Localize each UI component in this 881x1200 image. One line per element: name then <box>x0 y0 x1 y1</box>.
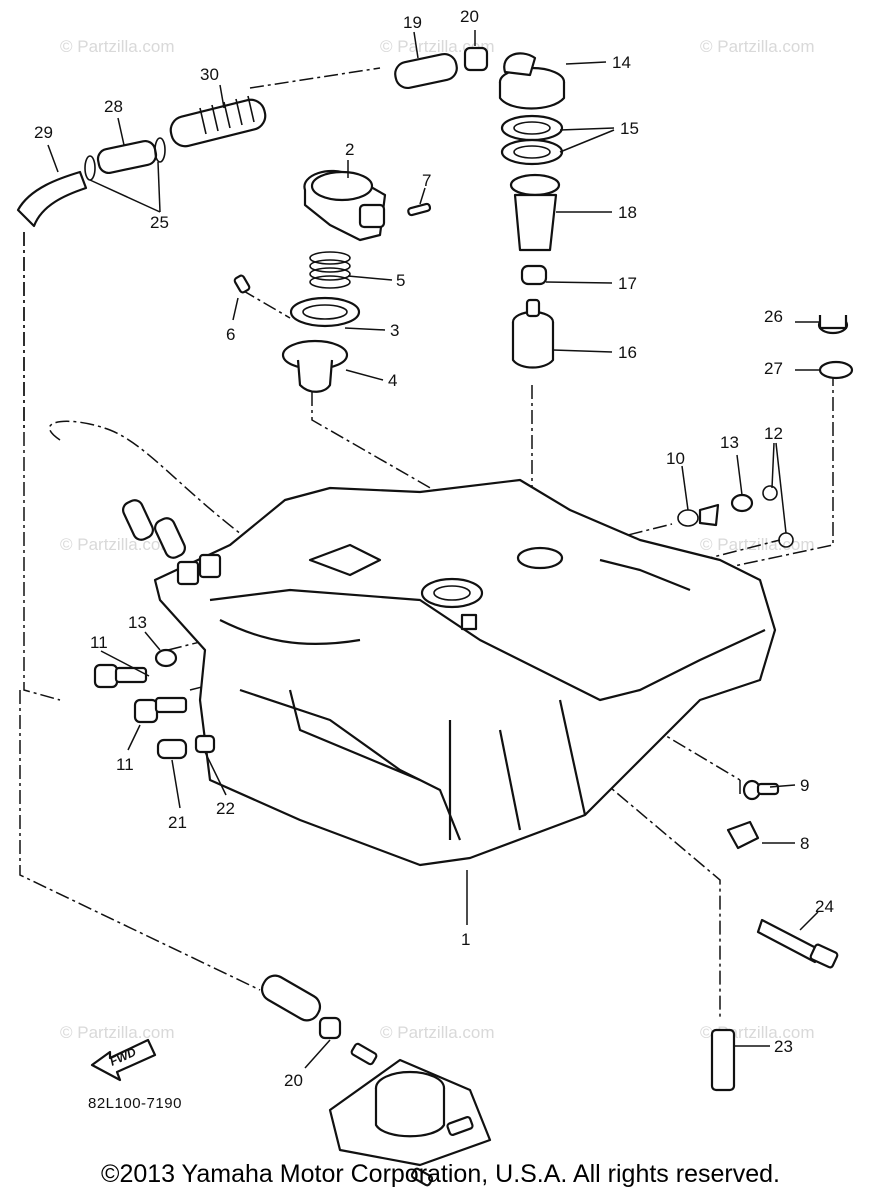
part-15-rings <box>500 114 564 166</box>
watermark-7: © Partzilla.com <box>60 1023 175 1042</box>
watermark-1: © Partzilla.com <box>60 37 175 56</box>
vent-hose-a <box>122 499 154 541</box>
label-5: 5 <box>396 271 405 290</box>
label-8: 8 <box>800 834 809 853</box>
label-16: 16 <box>618 343 637 362</box>
diagram-code: 82L100-7190 <box>88 1095 182 1112</box>
label-9: 9 <box>800 776 809 795</box>
part-17-clip <box>520 264 548 286</box>
part-7-pin <box>407 202 432 217</box>
part-23-tube <box>710 1028 736 1092</box>
label-12: 12 <box>764 424 783 443</box>
label-24: 24 <box>815 897 834 916</box>
lower-hose <box>260 974 322 1022</box>
label-6: 6 <box>226 325 235 344</box>
label-2: 2 <box>345 140 354 159</box>
watermark-3: © Partzilla.com <box>700 37 815 56</box>
label-13-left: 13 <box>128 613 147 632</box>
label-18: 18 <box>618 203 637 222</box>
part-9-screw <box>742 779 780 801</box>
label-7: 7 <box>422 171 431 190</box>
part-13-washer-left <box>154 648 178 668</box>
part-8-bracket <box>726 820 760 850</box>
part-11-bolt-upper <box>93 663 148 689</box>
label-27: 27 <box>764 359 783 378</box>
label-10: 10 <box>666 449 685 468</box>
label-20-top: 20 <box>460 7 479 26</box>
part-20-clamp-lower <box>318 1016 342 1040</box>
part-26-grommet <box>817 315 849 335</box>
part-29-hose <box>16 170 88 228</box>
label-1: 1 <box>461 930 470 949</box>
part-labels: 1 2 3 4 5 6 7 8 9 10 11 11 12 13 13 14 1… <box>34 7 834 1090</box>
part-6-pin <box>233 274 251 294</box>
part-21-hose <box>156 738 188 760</box>
label-20-lower: 20 <box>284 1071 303 1090</box>
watermark-6: © Partzilla.com <box>700 535 815 554</box>
watermark-4: © Partzilla.com <box>60 535 175 554</box>
part-19-hose <box>394 52 458 90</box>
part-24-strap <box>756 918 839 969</box>
label-21: 21 <box>168 813 187 832</box>
label-11-upper: 11 <box>90 633 108 652</box>
label-28: 28 <box>104 97 123 116</box>
fuel-tank-body <box>153 478 777 867</box>
copyright-notice: ©2013 Yamaha Motor Corporation, U.S.A. A… <box>101 1160 780 1188</box>
label-22: 22 <box>216 799 235 818</box>
part-20-clamp <box>463 46 489 72</box>
part-12-clip-a <box>762 485 778 501</box>
label-11-lower: 11 <box>116 755 134 774</box>
part-3-ring <box>289 296 361 328</box>
part-28-fitting <box>96 139 158 175</box>
label-25: 25 <box>150 213 169 232</box>
part-14-sender-cap <box>498 52 566 110</box>
part-2-filler-cap <box>303 170 387 242</box>
part-4-collar <box>281 339 349 393</box>
part-18-cage <box>509 173 561 252</box>
label-3: 3 <box>390 321 399 340</box>
part-30-bellows-hose <box>169 95 267 148</box>
label-19: 19 <box>403 13 422 32</box>
label-15: 15 <box>620 119 639 138</box>
part-22-clamp <box>194 734 216 754</box>
part-10-clamp <box>677 503 720 527</box>
vent-hose-b <box>154 517 186 559</box>
label-30: 30 <box>200 65 219 84</box>
label-14: 14 <box>612 53 631 72</box>
label-17: 17 <box>618 274 637 293</box>
watermarks: © Partzilla.com © Partzilla.com © Partzi… <box>60 37 815 1042</box>
part-27-washer <box>818 360 854 380</box>
fuel-filter <box>328 1042 492 1187</box>
leader-lines <box>47 30 820 1069</box>
label-4: 4 <box>388 371 397 390</box>
part-11-bolt-lower <box>133 696 188 724</box>
watermark-8: © Partzilla.com <box>380 1023 495 1042</box>
part-16-fuel-pump <box>511 298 555 369</box>
part-5-spring <box>309 251 351 289</box>
label-26: 26 <box>764 307 783 326</box>
part-13-washer-top <box>730 493 754 513</box>
label-29: 29 <box>34 123 53 142</box>
label-13-top: 13 <box>720 433 739 452</box>
fwd-arrow-icon: FWD <box>90 1038 157 1082</box>
label-23: 23 <box>774 1037 793 1056</box>
